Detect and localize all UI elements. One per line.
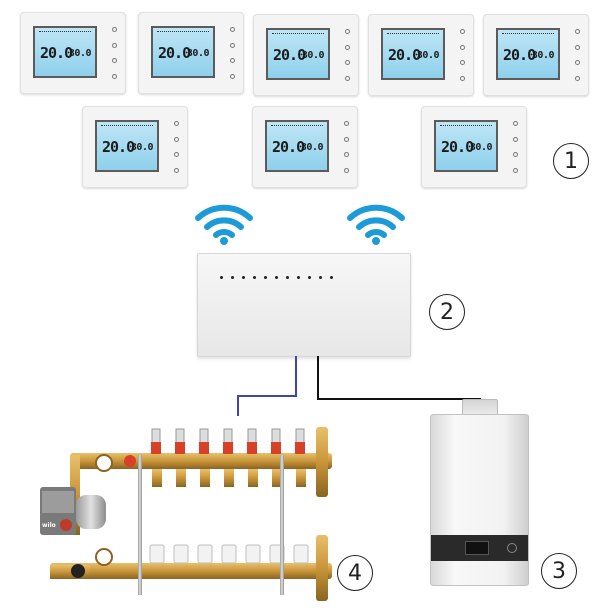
blue-wire — [237, 356, 297, 416]
set-temperature: 30.0 — [130, 142, 154, 153]
set-temperature: 30.0 — [68, 48, 92, 59]
wifi-icon — [195, 204, 253, 245]
button-icon — [173, 167, 179, 173]
room-temperature: 20.0 — [158, 44, 191, 62]
set-temperature: 30.0 — [301, 50, 325, 61]
button-icon — [343, 167, 349, 173]
set-temperature: 30.0 — [186, 48, 210, 59]
button-icon — [344, 75, 350, 81]
thermostat-3: 20.0 30.0 — [253, 14, 359, 96]
label-manifold: 4 — [337, 555, 373, 591]
flow-meters — [151, 428, 305, 454]
manifold — [40, 427, 332, 601]
set-temperature: 30.0 — [416, 50, 440, 61]
thermostat-5: 20.0 30.0 — [483, 14, 589, 96]
boiler — [430, 414, 529, 586]
thermostat-screen: 20.0 30.0 — [265, 120, 329, 172]
boiler-control-panel — [431, 535, 528, 561]
button-icon — [173, 121, 179, 126]
room-temperature: 20.0 — [102, 138, 135, 156]
thermostat-screen: 20.0 30.0 — [95, 120, 159, 172]
thermostat-screen: 20.0 30.0 — [266, 28, 330, 80]
button-icon — [229, 58, 235, 64]
button-icon — [173, 152, 179, 158]
button-icon — [459, 29, 465, 34]
room-temperature: 20.0 — [503, 46, 536, 64]
set-temperature: 30.0 — [300, 142, 324, 153]
button-icon — [459, 75, 465, 81]
pump-brand: wilo — [42, 522, 56, 529]
thermostat-screen: 20.0 30.0 — [434, 120, 498, 172]
hub-leds — [220, 276, 333, 279]
wifi-icon — [347, 204, 405, 245]
thermostat-6: 20.0 30.0 — [82, 106, 188, 188]
button-icon — [512, 121, 518, 126]
thermostat-8: 20.0 30.0 — [421, 106, 527, 188]
button-icon — [512, 152, 518, 158]
button-icon — [111, 58, 117, 64]
thermostat-4: 20.0 30.0 — [368, 14, 474, 96]
set-temperature: 30.0 — [469, 142, 493, 153]
button-icon — [173, 136, 179, 142]
thermostat-screen: 20.0 30.0 — [381, 28, 445, 80]
button-icon — [574, 75, 580, 81]
room-temperature: 20.0 — [273, 46, 306, 64]
thermostat-screen: 20.0 30.0 — [496, 28, 560, 80]
set-temperature: 30.0 — [531, 50, 555, 61]
label-thermostats: 1 — [553, 143, 589, 179]
button-icon — [344, 60, 350, 66]
boiler-knob-icon — [507, 543, 517, 553]
button-icon — [343, 121, 349, 126]
button-icon — [574, 44, 580, 50]
thermostat-screen: 20.0 30.0 — [151, 26, 215, 78]
button-icon — [574, 60, 580, 66]
room-temperature: 20.0 — [441, 138, 474, 156]
button-icon — [344, 44, 350, 50]
button-icon — [111, 27, 117, 32]
button-icon — [459, 44, 465, 50]
button-icon — [344, 29, 350, 34]
black-wire — [317, 356, 481, 412]
button-icon — [229, 73, 235, 79]
button-icon — [343, 136, 349, 142]
label-receiver: 2 — [429, 294, 465, 330]
room-temperature: 20.0 — [40, 44, 73, 62]
button-icon — [574, 29, 580, 34]
button-icon — [512, 167, 518, 173]
room-temperature: 20.0 — [388, 46, 421, 64]
thermostat-7: 20.0 30.0 — [252, 106, 358, 188]
button-icon — [111, 42, 117, 48]
button-icon — [512, 136, 518, 142]
receiver-hub — [197, 253, 411, 357]
button-icon — [229, 27, 235, 32]
thermostat-2: 20.0 30.0 — [138, 12, 244, 94]
thermostat-screen: 20.0 30.0 — [33, 26, 97, 78]
button-icon — [111, 73, 117, 79]
boiler-display — [465, 541, 489, 555]
button-icon — [343, 152, 349, 158]
button-icon — [459, 60, 465, 66]
label-boiler: 3 — [541, 553, 577, 589]
room-temperature: 20.0 — [272, 138, 305, 156]
thermostat-1: 20.0 30.0 — [20, 12, 126, 94]
button-icon — [229, 42, 235, 48]
